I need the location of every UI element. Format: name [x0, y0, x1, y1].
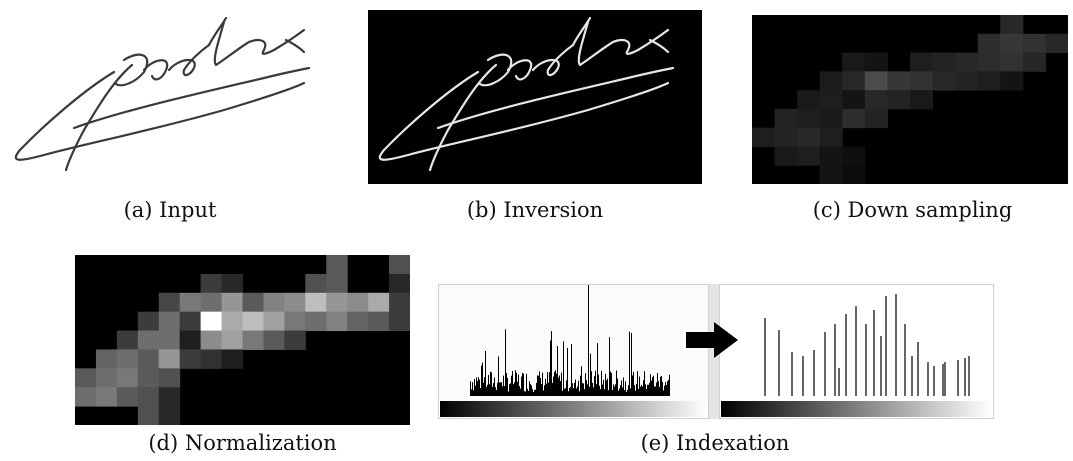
downsampled-image: [752, 15, 1068, 184]
signature-inverted-image: [368, 10, 702, 184]
caption-e: (e) Indexation: [640, 431, 790, 455]
panel-downsampling: [752, 15, 1068, 184]
normalized-image: [75, 255, 410, 425]
panel-indexation: [438, 284, 994, 419]
grayscale-bar-right: [721, 401, 992, 417]
indexation-histograms: [438, 284, 994, 419]
caption-b: (b) Inversion: [466, 198, 604, 222]
signature-input-image: [14, 16, 311, 172]
panel-normalization: [75, 255, 410, 425]
caption-a: (a) Input: [123, 198, 217, 222]
caption-c: (c) Down sampling: [812, 198, 1013, 222]
caption-d: (d) Normalization: [148, 431, 337, 455]
panel-inversion: [368, 10, 702, 184]
right-arrow-icon: [686, 322, 738, 358]
panel-input: [4, 10, 334, 182]
grayscale-bar-left: [440, 401, 707, 417]
